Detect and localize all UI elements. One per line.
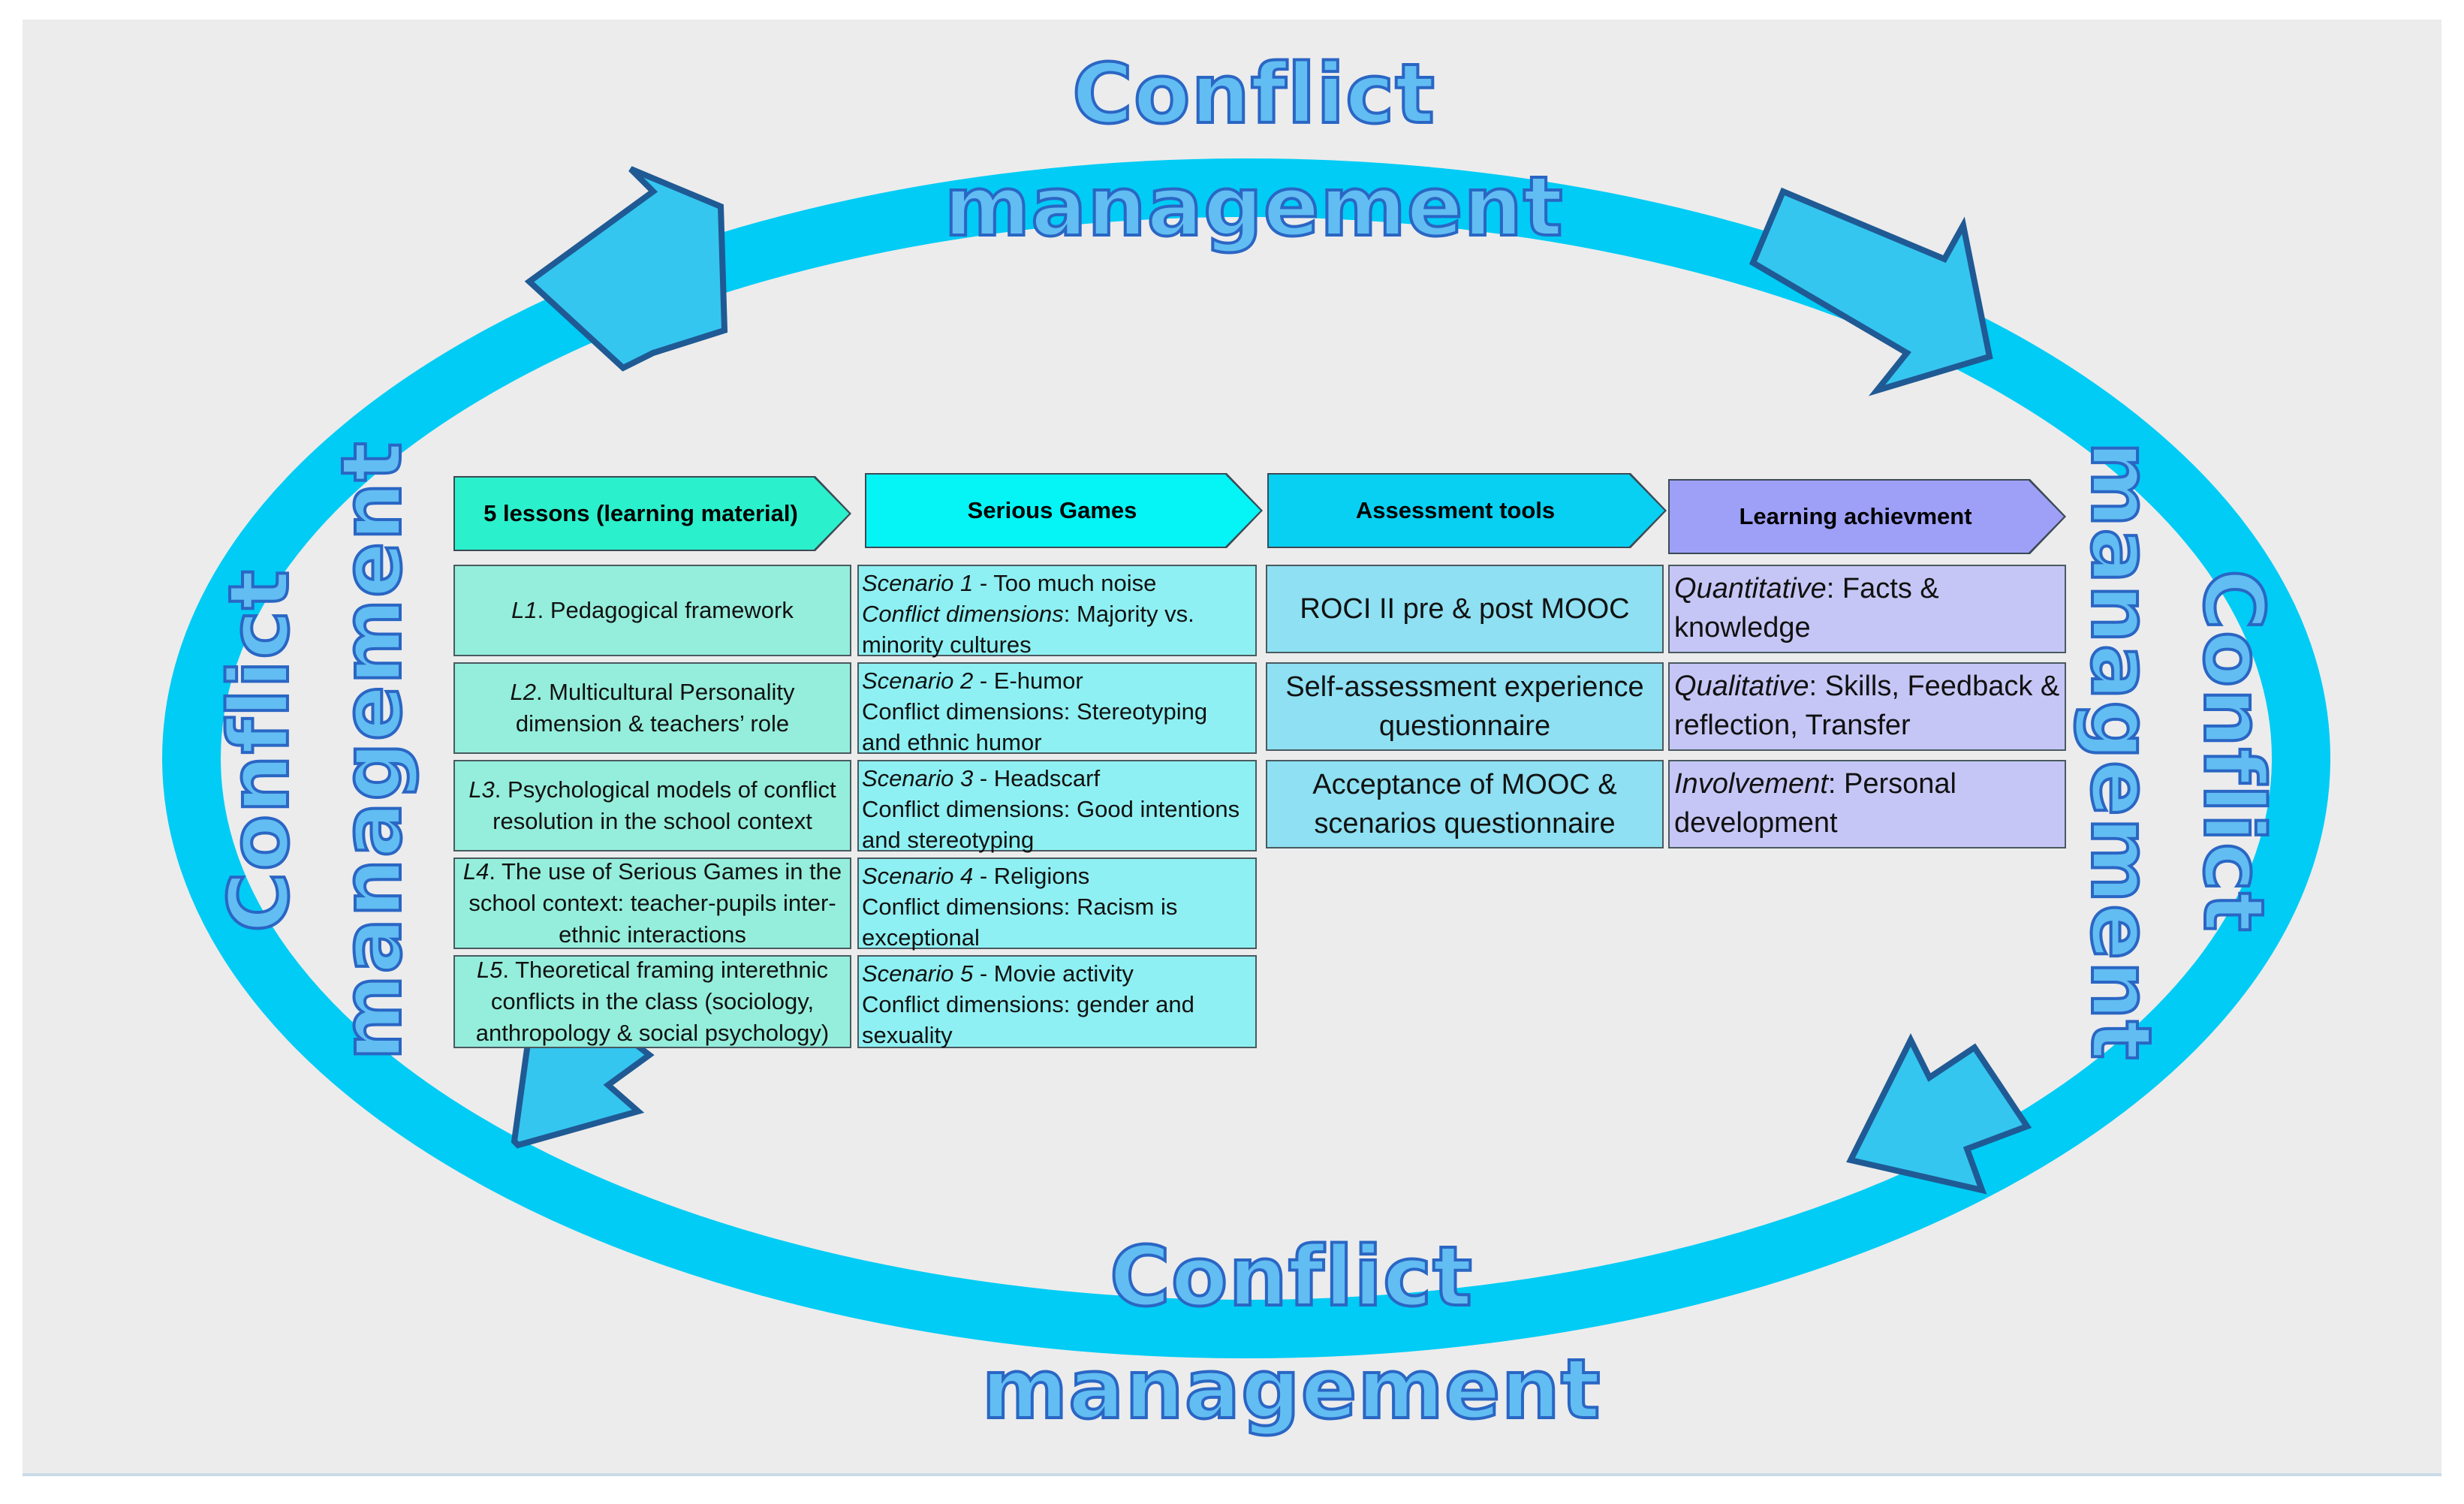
ring-label-line2: management (2071, 440, 2170, 1062)
achievement-label: Involvement (1674, 768, 1828, 800)
achievement-label: Qualitative (1674, 671, 1809, 702)
assessment-tool-cell: Acceptance of MOOC & scenarios questionn… (1266, 760, 1664, 848)
arrow-bottom-right (1846, 1033, 2032, 1195)
achievement-header-label: Learning achievment (1670, 481, 2064, 553)
lesson-cell: L2. Multicultural Personality dimension … (453, 662, 851, 754)
scenario-cell: Scenario 2 - E-humor Conflict dimensions… (857, 662, 1257, 755)
lesson-cell: L3. Psychological models of conflict res… (453, 760, 851, 851)
scenario-cell: Scenario 4 - Religions Conflict dimensio… (857, 857, 1257, 951)
ring-label-line2: management (943, 157, 1565, 256)
lesson-text: . The use of Serious Games in the school… (468, 858, 842, 948)
ring-label-line2: management (980, 1340, 1602, 1439)
scenario-name: Scenario 3 (862, 765, 974, 791)
ring-label-bottom: Conflict management (916, 1220, 1667, 1445)
achievement-text: : Personal development (1674, 768, 1956, 839)
ring-label-line1: Conflict (1071, 44, 1436, 143)
ring-label-left: Conflict management (203, 375, 428, 1126)
achievement-text: : Skills, Feedback & reflection, Transfe… (1674, 671, 2060, 741)
conflict-dimensions-label: Conflict dimensions (862, 894, 1064, 920)
assessment-tool-cell: Self-assessment experience questionnaire (1266, 662, 1664, 751)
assessment-tool-text: ROCI II pre & post MOOC (1300, 593, 1630, 625)
scenario-title: - Religions (973, 863, 1090, 889)
lessons-header: 5 lessons (learning material) (453, 476, 851, 551)
lesson-text: . Multicultural Personality dimension & … (515, 679, 795, 737)
lesson-id: L2 (510, 679, 536, 705)
assessment-tool-cell: ROCI II pre & post MOOC (1266, 565, 1664, 653)
achievement-cell: Qualitative: Skills, Feedback & reflecti… (1668, 662, 2066, 751)
arrow-top-left (524, 166, 728, 372)
lesson-id: L5 (476, 957, 503, 983)
lessons-header-label: 5 lessons (learning material) (455, 478, 849, 550)
conflict-dimensions-label: Conflict dimensions (862, 698, 1064, 725)
lesson-cell: L4. The use of Serious Games in the scho… (453, 857, 851, 949)
lesson-text: . Pedagogical framework (537, 597, 794, 623)
lesson-text: . Psychological models of conflict resol… (492, 776, 836, 834)
arrow-top-right (1749, 187, 1993, 396)
achievement-header: Learning achievment (1668, 479, 2066, 554)
conflict-dimensions-text: : Majority vs. minority cultures (862, 601, 1194, 658)
achievement-text: : Facts & knowledge (1674, 573, 1939, 643)
scenario-cell: Scenario 1 - Too much noise Conflict dim… (857, 565, 1257, 658)
scenario-name: Scenario 4 (862, 863, 974, 889)
conflict-dimensions-label: Conflict dimensions (862, 796, 1064, 822)
achievement-cell: Involvement: Personal development (1668, 760, 2066, 848)
lesson-cell: L5. Theoretical framing interethnic conf… (453, 955, 851, 1048)
scenario-title: - E-humor (973, 668, 1083, 694)
assessment-tool-text: Self-assessment experience questionnaire (1285, 671, 1644, 742)
scenario-name: Scenario 1 (862, 570, 974, 596)
scenario-title: - Headscarf (973, 765, 1101, 791)
conflict-dimensions-text: : gender and sexuality (862, 991, 1194, 1048)
achievement-label: Quantitative (1674, 573, 1827, 604)
ring-label-line1: Conflict (209, 568, 309, 934)
lesson-text: . Theoretical framing interethnic confli… (475, 957, 830, 1046)
lesson-id: L3 (468, 776, 495, 803)
assessment-tool-text: Acceptance of MOOC & scenarios questionn… (1312, 769, 1617, 839)
ring-label-right: Conflict management (2065, 375, 2290, 1126)
ring-label-line1: Conflict (1108, 1227, 1474, 1326)
tools-header: Assessment tools (1267, 473, 1667, 548)
lesson-id: L1 (511, 597, 538, 623)
achievement-cell: Quantitative: Facts & knowledge (1668, 565, 2066, 653)
ring-label-line2: management (322, 440, 421, 1062)
scenario-name: Scenario 5 (862, 960, 974, 987)
games-header-label: Serious Games (866, 475, 1261, 547)
scenario-cell: Scenario 5 - Movie activity Conflict dim… (857, 955, 1257, 1048)
scenario-cell: Scenario 3 - Headscarf Conflict dimensio… (857, 760, 1257, 853)
ring-label-line1: Conflict (2184, 568, 2283, 934)
conflict-dimensions-label: Conflict dimensions (862, 991, 1064, 1017)
conflict-dimensions-text: : Stereotyping and ethnic humor (862, 698, 1208, 755)
lesson-cell: L1. Pedagogical framework (453, 565, 851, 656)
cycle-ellipse (162, 158, 2330, 1358)
scenario-name: Scenario 2 (862, 668, 974, 694)
conflict-dimensions-text: : Racism is exceptional (862, 894, 1178, 951)
scenario-title: - Movie activity (973, 960, 1134, 987)
scenario-title: - Too much noise (973, 570, 1157, 596)
lesson-id: L4 (462, 858, 489, 885)
ring-label-top: Conflict management (878, 38, 1629, 263)
conflict-dimensions-text: : Good intentions and stereotyping (862, 796, 1240, 853)
tools-header-label: Assessment tools (1269, 475, 1664, 547)
conflict-dimensions-label: Conflict dimensions (862, 601, 1064, 627)
games-header: Serious Games (865, 473, 1263, 548)
